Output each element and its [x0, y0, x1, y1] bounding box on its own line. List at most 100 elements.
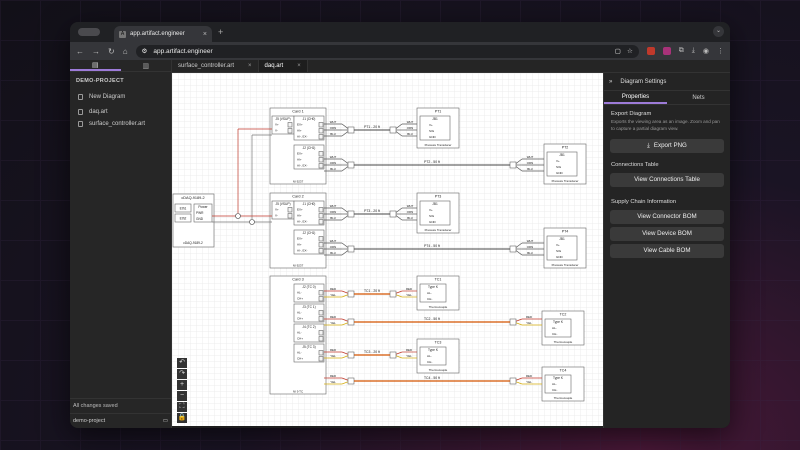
- tc-wire-label: YEL: [526, 321, 532, 325]
- tc-wire-label: YEL: [330, 293, 336, 297]
- cable-start-marker: [347, 126, 355, 134]
- tab-surface-controller[interactable]: surface_controller.art ×: [172, 60, 259, 72]
- tc-pin-label: CH-: [552, 388, 557, 392]
- tab-daq[interactable]: daq.art ×: [258, 60, 308, 72]
- zoom-out-icon[interactable]: −: [177, 391, 187, 401]
- pt-wire-label: ORN: [407, 210, 413, 214]
- close-tab-icon[interactable]: ×: [202, 30, 207, 38]
- daq-power-label: Power: [198, 205, 208, 209]
- home-icon[interactable]: ⌂: [122, 46, 128, 56]
- panel-title: Diagram Settings: [620, 78, 667, 85]
- file-item-daq[interactable]: daq.art: [70, 106, 171, 118]
- zoom-in-icon[interactable]: +: [177, 380, 187, 390]
- reload-icon[interactable]: ↻: [108, 46, 115, 56]
- card-pin-label: CH+: [297, 317, 303, 321]
- pt-wire-label: WHT: [527, 155, 534, 159]
- files-view-icon[interactable]: ▤: [70, 60, 121, 71]
- view-cable-bom-button[interactable]: View Cable BOM: [610, 243, 724, 258]
- pt-wire-label: ORN: [527, 161, 533, 165]
- close-icon[interactable]: ×: [297, 63, 301, 69]
- extension-red-icon[interactable]: [646, 47, 655, 55]
- library-view-icon[interactable]: ▥: [142, 62, 150, 70]
- folder-icon[interactable]: ▭: [162, 418, 168, 424]
- extensions-puzzle-icon[interactable]: ⧉: [678, 47, 684, 54]
- view-device-bom-button[interactable]: View Device BOM: [610, 226, 724, 241]
- pt-pin-label: V+: [429, 208, 433, 212]
- tc-connector: [419, 283, 447, 303]
- daq-pin-label: PWR: [196, 211, 204, 215]
- pt-pin-label: GND: [429, 135, 437, 139]
- card-pin-label: AL-: [297, 351, 302, 355]
- pt-title: PT1: [435, 110, 442, 114]
- bookmark-star-icon[interactable]: ☆: [626, 48, 633, 55]
- profile-avatar-icon[interactable]: ◉: [702, 48, 709, 55]
- tab-search-icon[interactable]: ⌄: [713, 26, 724, 37]
- daq-eth-port: [174, 213, 192, 223]
- pt-pin-label: SIG: [556, 165, 562, 169]
- address-bar[interactable]: ⚙ app.artifact.engineer ▢ ☆: [135, 44, 639, 58]
- close-icon[interactable]: ×: [248, 63, 252, 69]
- wiring-diagram[interactable]: cDAQ-9189-2Eth1Eth2PowerPWRGNDcDAQ-9189-…: [172, 73, 603, 426]
- new-tab-icon[interactable]: +: [218, 27, 224, 37]
- pt-connector: [546, 151, 578, 177]
- card-pin-label: EX+: [297, 208, 303, 212]
- pt-wire-label: WHT: [330, 120, 337, 124]
- fit-view-icon[interactable]: ⛶: [177, 402, 187, 412]
- file-tabs: surface_controller.art × daq.art ×: [172, 60, 730, 73]
- card-connector-label: J2 (TC 0): [302, 285, 315, 289]
- pt-wire-label: ORN: [330, 245, 336, 249]
- back-icon[interactable]: ←: [76, 46, 84, 56]
- project-footer[interactable]: demo-project ▭: [70, 414, 171, 428]
- collapse-panel-icon[interactable]: »: [609, 78, 613, 85]
- file-icon: [78, 121, 83, 127]
- view-connector-bom-button[interactable]: View Connector BOM: [610, 209, 724, 224]
- tc-cable-label: TC4 - 50 ft: [424, 376, 440, 380]
- tc-cable-label: TC3 - 20 ft: [364, 350, 380, 354]
- pt-wire-label: ORN: [527, 245, 533, 249]
- browser-tab[interactable]: A app.artifact.engineer ×: [114, 26, 212, 42]
- tc-wire-label: RED: [330, 315, 336, 319]
- save-status: All changes saved: [70, 399, 171, 414]
- tab-nets[interactable]: Nets: [692, 94, 705, 101]
- card-pin-number: [318, 134, 324, 140]
- card-pin-label: AI+: [297, 214, 302, 218]
- card-connector-label: J2 (CH1): [303, 146, 316, 150]
- card-connector-label: J5 (VSUP): [275, 117, 290, 121]
- install-icon[interactable]: ▢: [614, 48, 621, 55]
- undo-icon[interactable]: ↶: [177, 358, 187, 368]
- zoom-controls: ↶ ↷ + − ⛶ 🔒: [177, 358, 187, 423]
- tc-wire-label: RED: [330, 374, 336, 378]
- pt-pin-label: V+: [429, 123, 433, 127]
- tc-pin-label: CH-: [427, 360, 432, 364]
- new-diagram-button[interactable]: New Diagram: [70, 88, 171, 106]
- pt-wire-label: WHT: [330, 204, 337, 208]
- tab-label: daq.art: [264, 63, 284, 69]
- view-connections-table-button[interactable]: View Connections Table: [610, 172, 724, 187]
- download-icon[interactable]: ⤓: [691, 47, 695, 54]
- file-item-surface-controller[interactable]: surface_controller.art: [70, 118, 171, 130]
- pt-connector: [419, 115, 451, 141]
- card-pin-number: [318, 330, 324, 336]
- pt-connector-label: JB1: [559, 237, 565, 241]
- menu-kebab-icon[interactable]: ⋮: [717, 48, 724, 55]
- extension-shield-icon[interactable]: [662, 47, 671, 55]
- forward-icon[interactable]: →: [92, 46, 100, 56]
- card-pin-number: [318, 316, 324, 322]
- tc-connector-label: Type K: [553, 320, 564, 324]
- site-info-icon[interactable]: ⚙: [141, 48, 148, 55]
- card-pin-number: [318, 151, 324, 157]
- cable-start-marker: [347, 245, 355, 253]
- tab-properties[interactable]: Properties: [604, 91, 667, 104]
- cable-end-marker: [389, 351, 397, 359]
- pt-pin-label: V+: [556, 243, 560, 247]
- window-controls[interactable]: [78, 28, 100, 36]
- pt-wire-label: ORN: [330, 210, 336, 214]
- redo-icon[interactable]: ↷: [177, 369, 187, 379]
- export-png-button[interactable]: ⤓ Export PNG: [610, 138, 724, 153]
- card-pin-number: [318, 336, 324, 342]
- cable-start-marker: [347, 377, 355, 385]
- daq-pin-label: GND: [196, 217, 204, 221]
- lock-icon[interactable]: 🔒: [177, 413, 187, 423]
- daq-eth-port: [174, 203, 192, 213]
